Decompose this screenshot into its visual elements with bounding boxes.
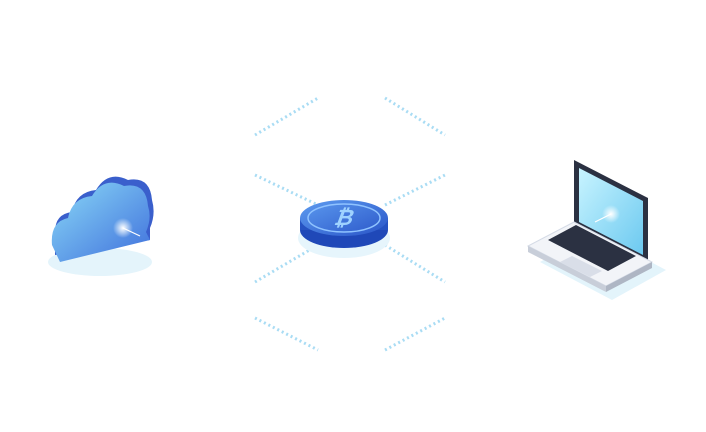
connector-line [384, 96, 446, 137]
connector-line [254, 243, 319, 284]
network-connectors [254, 96, 446, 352]
laptop-icon [526, 160, 666, 300]
bitcoin-coin-icon: ₿ [298, 200, 390, 258]
connector-line [254, 316, 319, 352]
cloud-icon [48, 176, 154, 276]
connector-line [384, 173, 446, 207]
connector-line [254, 96, 319, 137]
connector-line [384, 316, 446, 352]
connector-line [384, 243, 446, 284]
connector-line [254, 173, 319, 207]
